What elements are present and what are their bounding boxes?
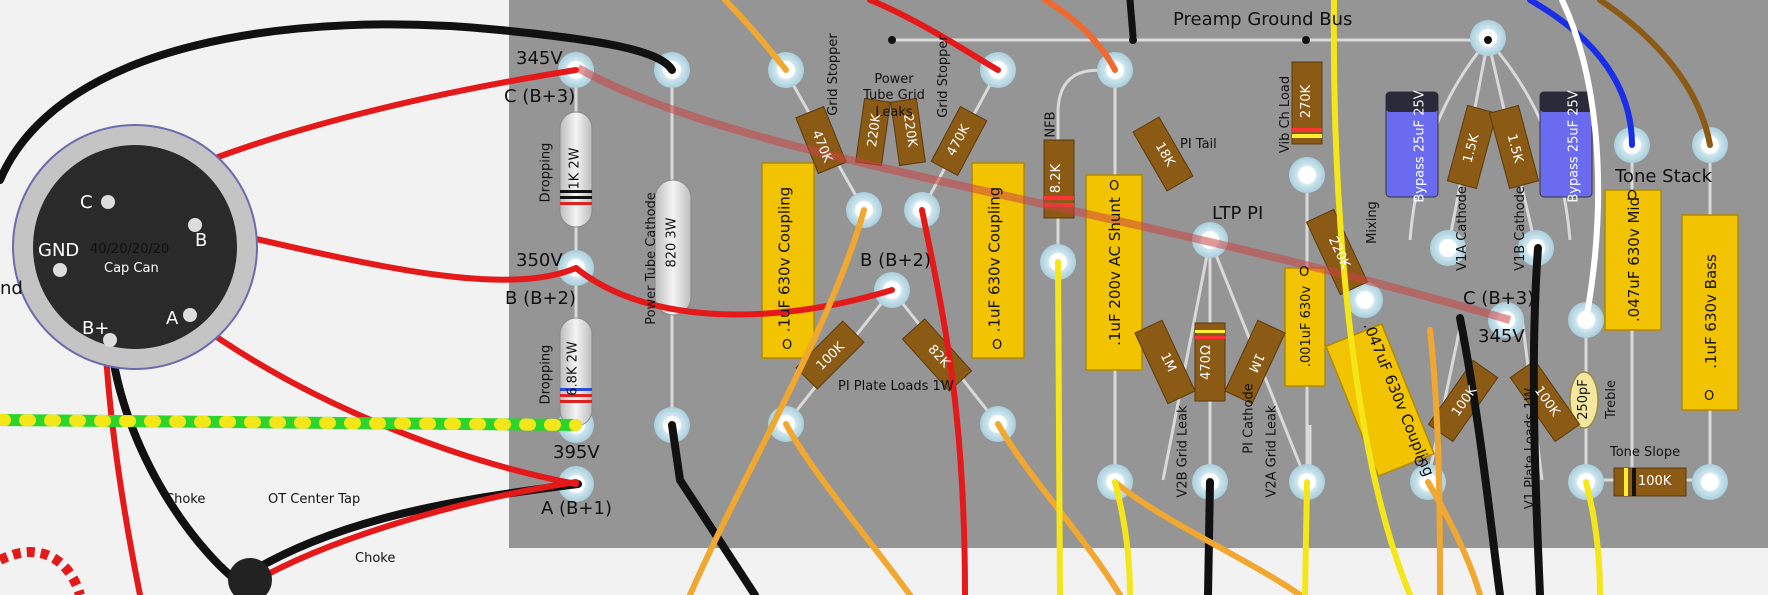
a-b1-label: A (B+1) <box>541 498 612 519</box>
black-wire-top <box>0 20 676 184</box>
resistors <box>795 61 1687 497</box>
pi-load-1-body <box>795 320 865 390</box>
v1a-cathode-label: V1A Cathode <box>1454 186 1470 271</box>
ground-bus-junctions <box>888 36 1492 44</box>
cap-can-title: 40/20/20/20 <box>90 242 170 257</box>
v350-label: 350V <box>516 250 563 271</box>
b2-node-label: B (B+2) <box>860 250 931 271</box>
power-tube-grid-leaks-label: Power Tube Grid Leaks <box>863 72 925 120</box>
gnd-partial-label: nd <box>0 278 23 299</box>
cap-polarity-mark: O <box>1109 179 1120 194</box>
nfb-value: 8.2K <box>1049 163 1065 194</box>
bass-cap-label: .1uF 630v Bass <box>1701 254 1720 369</box>
bypass-cap-1-label: Bypass 25uF 25V <box>1412 90 1428 203</box>
cap-polarity-mark: O <box>782 338 793 353</box>
cap-polarity-mark: O <box>1627 189 1638 204</box>
c-b3-label: C (B+3) <box>504 86 576 107</box>
v1-plate-loads-label: V1 Plate Loads 1W <box>1523 387 1539 510</box>
cap-can-a: A <box>166 308 179 329</box>
coupling-cap-1-label: .1uF 630v Coupling <box>775 186 794 333</box>
ot-center-tap-label: OT Center Tap <box>268 492 361 507</box>
cathode-resistor-value: 820 3W <box>664 217 680 268</box>
grommet <box>228 558 272 595</box>
v2a-grid-leak-body <box>1224 319 1286 405</box>
grid-stopper-2-body <box>930 105 988 177</box>
mid-cap-label: .047uF 630v Mid <box>1625 196 1644 323</box>
ground-bus-title: Preamp Ground Bus <box>1173 9 1353 30</box>
coupling-cap-1 <box>761 162 815 359</box>
dropping-2-label: Dropping <box>538 344 554 405</box>
bypass-cap-2-label: Bypass 25uF 25V <box>1566 90 1582 203</box>
v395-label: 395V <box>553 442 600 463</box>
pi-plate-loads-label: PI Plate Loads 1W <box>838 379 954 394</box>
mixing-label: Mixing <box>1364 201 1380 244</box>
cap-polarity-mark: O <box>1414 455 1425 470</box>
ot-center-tap-wire <box>237 479 579 593</box>
v345-label: 345V <box>516 48 563 69</box>
bypass-caps <box>1385 91 1593 198</box>
nfb-label: NFB <box>1043 111 1059 138</box>
power-tube-cathode-label: Power Tube Cathode <box>643 192 659 325</box>
vib-ch-load-value: 270K <box>1299 84 1315 119</box>
v1b-cathode-body <box>1488 104 1540 190</box>
tone-slope-value: 100K <box>1638 474 1672 489</box>
vib-ch-load-label: Vib Ch Load <box>1278 75 1294 154</box>
b-b2-label: B (B+2) <box>505 288 576 309</box>
grid-stopper-1-label: Grid Stopper <box>825 33 841 116</box>
heater-wire <box>0 547 85 595</box>
cap-polarity-mark: O <box>992 338 1003 353</box>
v345-right-label: 345V <box>1478 326 1525 347</box>
dropping-1-label: Dropping <box>538 142 554 203</box>
ltp-pi-label: LTP PI <box>1212 203 1264 224</box>
cap-polarity-mark: O <box>1704 389 1715 404</box>
treble-label: Treble <box>1603 380 1619 419</box>
cap-can-c: C <box>80 192 93 213</box>
ac-shunt-cap <box>1085 174 1143 371</box>
cap-can-b: B <box>195 230 208 251</box>
pi-tail-label: PI Tail <box>1180 137 1217 152</box>
cap-can-gnd: GND <box>38 240 80 261</box>
coupling-cap-2-label: .1uF 630v Coupling <box>985 186 1004 333</box>
grid-stopper-2-label: Grid Stopper <box>935 35 951 118</box>
c3-node-label: C (B+3) <box>1463 288 1535 309</box>
cap-can-bplus: B+ <box>82 318 110 339</box>
tone-stack-label: Tone Stack <box>1615 166 1712 187</box>
cap-can <box>12 124 258 370</box>
treble-cap <box>1569 371 1599 429</box>
dropping-2-value: 6.8K 2W <box>565 341 581 396</box>
cap-can-subtitle: Cap Can <box>104 261 159 276</box>
v2b-grid-leak-body <box>1134 319 1196 405</box>
v2b-grid-leak-label: V2B Grid Leak <box>1175 405 1191 498</box>
dropping-1-value: 1K 2W <box>567 147 583 190</box>
pi-cathode-value: 470Ω <box>1198 345 1214 380</box>
grid-leak-2-body <box>890 97 926 167</box>
v2a-grid-leak-label: V2A Grid Leak <box>1264 405 1280 498</box>
tone-slope-label: Tone Slope <box>1610 445 1681 460</box>
vib-cap-label: .001uF 630v <box>1299 285 1315 368</box>
wiring <box>0 0 1713 595</box>
v1a-cathode-body <box>1446 104 1498 190</box>
power-resistors <box>559 111 692 427</box>
pi-cathode-label: PI Cathode <box>1241 383 1257 454</box>
cap-polarity-mark: O <box>1299 265 1310 280</box>
ac-shunt-cap-label: .1uF 200v AC Shunt <box>1105 197 1124 346</box>
treble-cap-label: 250pF <box>1575 379 1591 420</box>
choke-1-label: Choke <box>165 492 206 507</box>
mid-cap <box>1604 189 1662 331</box>
pi-tail-body <box>1132 116 1194 192</box>
choke-2-label: Choke <box>355 551 396 566</box>
bass-cap <box>1681 214 1739 411</box>
b3-supply-wire <box>576 64 1512 324</box>
v1b-cathode-label: V1B Cathode <box>1512 186 1528 271</box>
